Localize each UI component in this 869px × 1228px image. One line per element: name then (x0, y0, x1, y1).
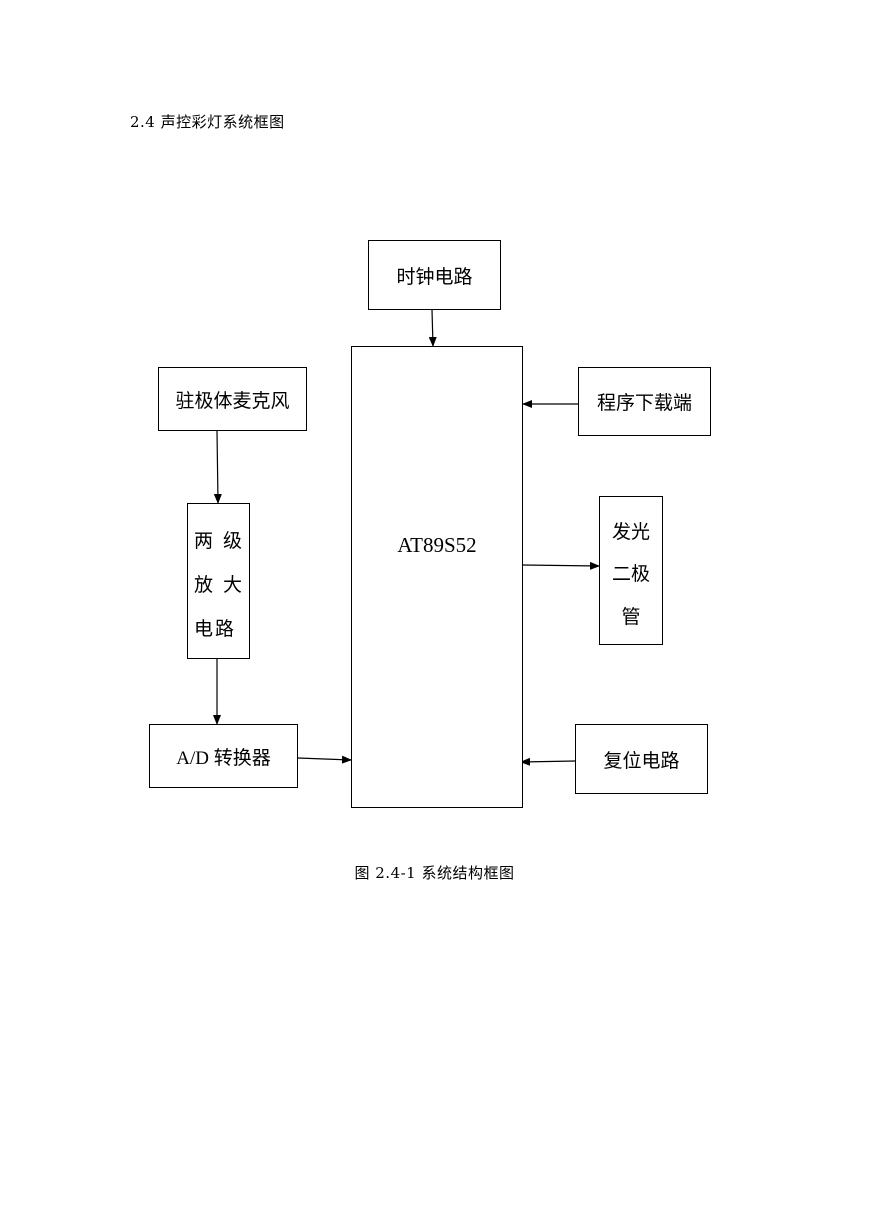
section-heading: 2.4 声控彩灯系统框图 (130, 113, 285, 131)
arrow-mcu-to-led (522, 561, 600, 570)
reset-circuit-block: 复位电路 (575, 724, 708, 794)
arrow-reset-to-mcu (520, 757, 576, 766)
microphone-block: 驻极体麦克风 (158, 367, 307, 431)
led-label-line-1: 发光 (611, 521, 650, 543)
arrow-clock-to-mcu (428, 309, 437, 347)
reset-circuit-label: 复位电路 (603, 749, 680, 772)
program-port-label: 程序下载端 (596, 392, 692, 414)
arrow-mic-to-amplifier (213, 430, 222, 504)
adc-label: A/D 转换器 (176, 747, 271, 769)
clock-circuit-label: 时钟电路 (396, 265, 473, 288)
led-label-line-3: 管 (621, 605, 641, 628)
figure-caption: 图 2.4-1 系统结构框图 (354, 864, 515, 882)
amplifier-label-line-1: 两 级 (194, 530, 245, 552)
program-port-block: 程序下载端 (578, 367, 711, 436)
led-block: 发光 二极 管 (599, 496, 663, 645)
microphone-label: 驻极体麦克风 (175, 389, 290, 412)
amplifier-label-line-2: 放 大 (194, 574, 245, 596)
arrow-adc-to-mcu (297, 755, 352, 764)
led-label-line-2: 二极 (611, 563, 650, 586)
mcu-label: AT89S52 (397, 533, 477, 557)
amplifier-label-line-3: 电路 (194, 618, 237, 640)
amplifier-block: 两 级 放 大 电路 (187, 503, 250, 659)
mcu-block: AT89S52 (351, 346, 523, 808)
clock-circuit-block: 时钟电路 (368, 240, 501, 310)
adc-block: A/D 转换器 (149, 724, 298, 788)
